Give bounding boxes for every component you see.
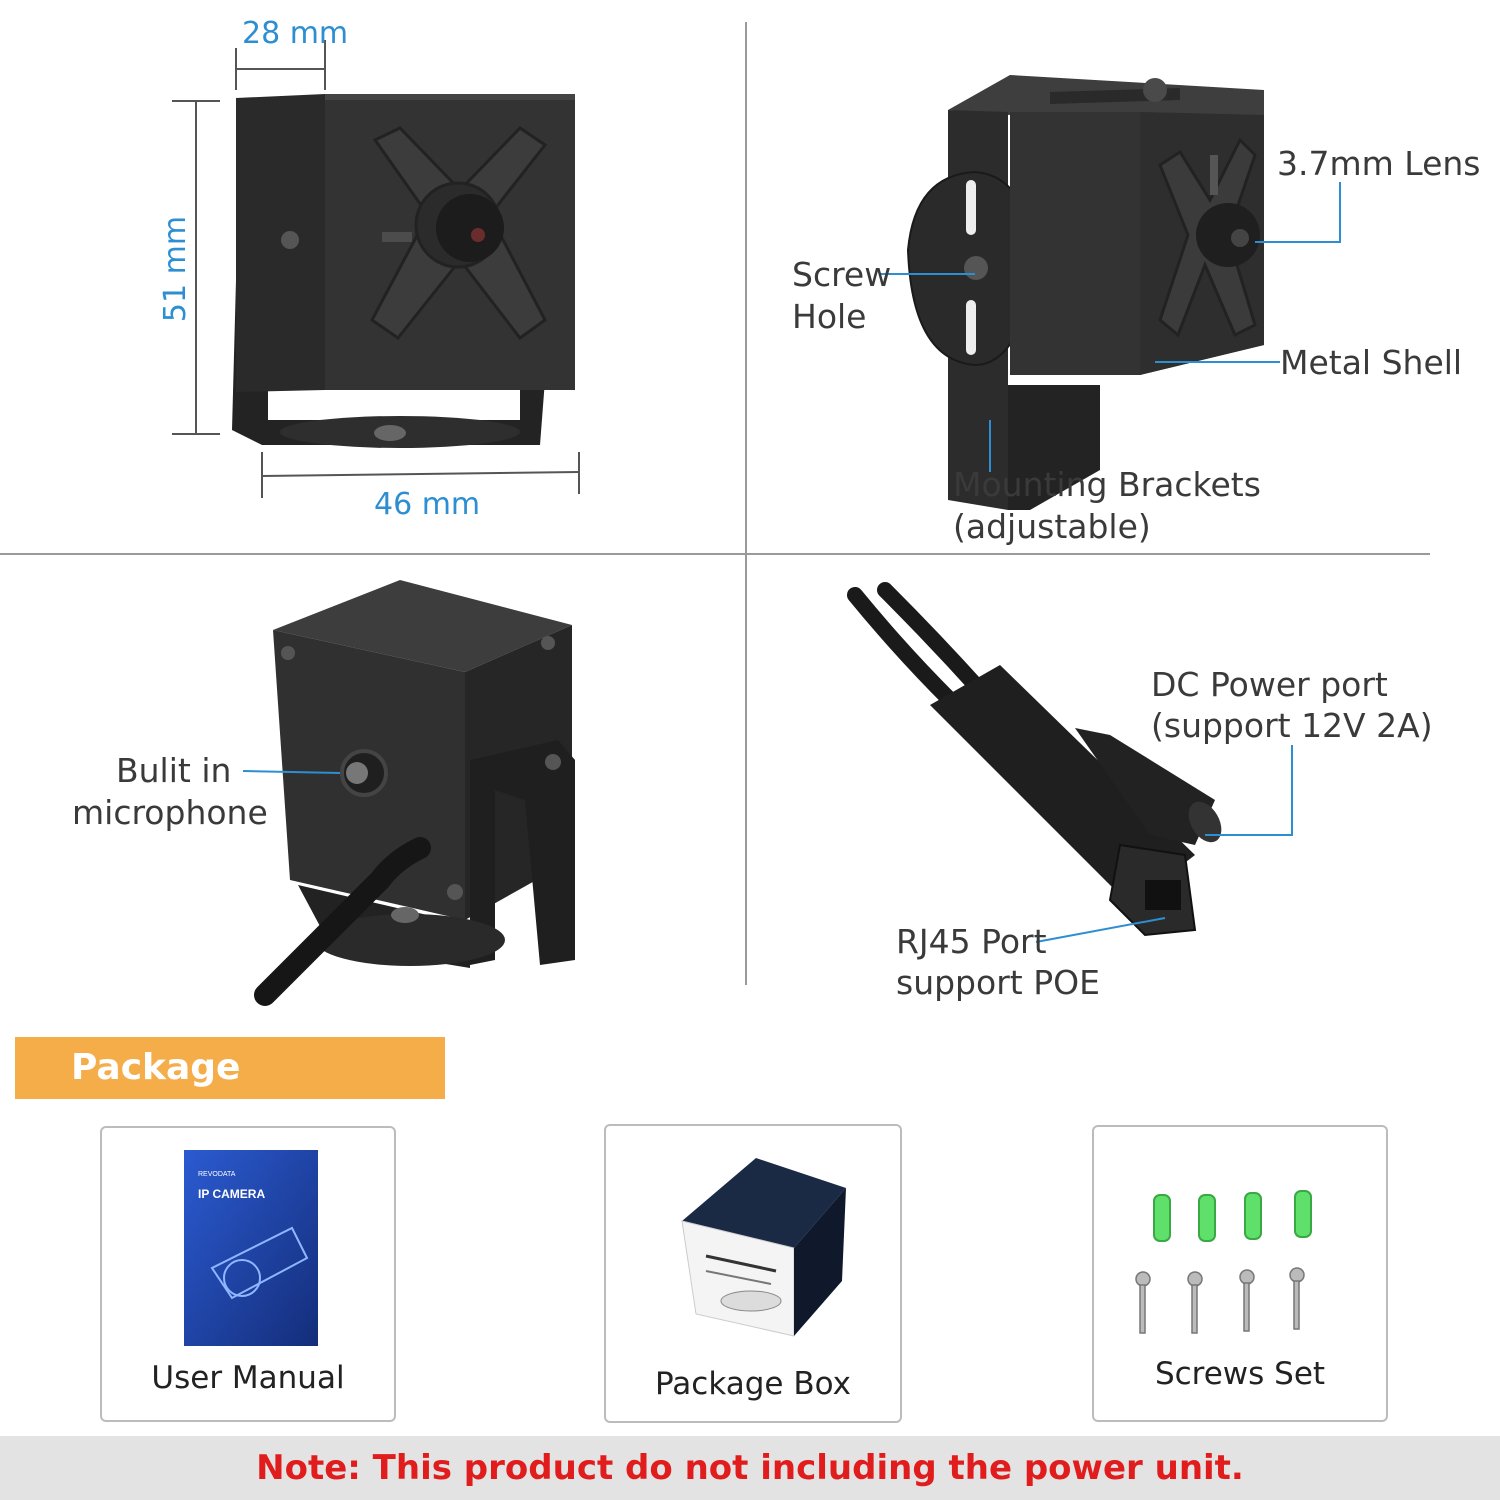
screws-set-icon	[1135, 1190, 1312, 1334]
metal-shell-callout: Metal Shell	[1280, 343, 1463, 382]
depth-dimension-label: 46 mm	[374, 487, 481, 522]
microphone-callout-line2: microphone	[72, 793, 268, 832]
manual-title-text: IP CAMERA	[198, 1187, 265, 1201]
package-title-banner: Package Including:	[15, 1037, 445, 1150]
package-label-user-manual: User Manual	[151, 1360, 345, 1396]
rj45-callout-line1: RJ45 Port	[896, 922, 1047, 961]
width-dimension-label: 28 mm	[242, 16, 349, 51]
power-unit-note: Note: This product do not including the …	[0, 1436, 1500, 1500]
package-box-icon	[681, 1158, 846, 1337]
package-item-screws-set: Screws Set	[1092, 1125, 1388, 1422]
microphone-callout-line1: Bulit in	[116, 751, 232, 790]
package-item-user-manual: REVODATA IP CAMERA User Manual	[100, 1126, 396, 1422]
manual-brand-text: REVODATA	[198, 1171, 236, 1178]
screw-hole-callout-line2: Hole	[792, 297, 867, 336]
brackets-callout-line1: Mounting Brackets	[953, 465, 1261, 504]
rj45-callout-line2: support POE	[896, 963, 1100, 1002]
dc-port-callout-line2: (support 12V 2A)	[1151, 706, 1433, 745]
dc-port-callout-line1: DC Power port	[1151, 665, 1388, 704]
user-manual-icon: REVODATA IP CAMERA	[184, 1150, 318, 1346]
lens-callout: 3.7mm Lens	[1277, 144, 1481, 183]
screw-hole-callout-line1: Screw	[792, 255, 892, 294]
brackets-callout-line2: (adjustable)	[953, 507, 1151, 546]
package-label-package-box: Package Box	[655, 1366, 851, 1402]
package-label-screws-set: Screws Set	[1154, 1356, 1326, 1392]
package-item-package-box: Package Box	[604, 1124, 902, 1423]
